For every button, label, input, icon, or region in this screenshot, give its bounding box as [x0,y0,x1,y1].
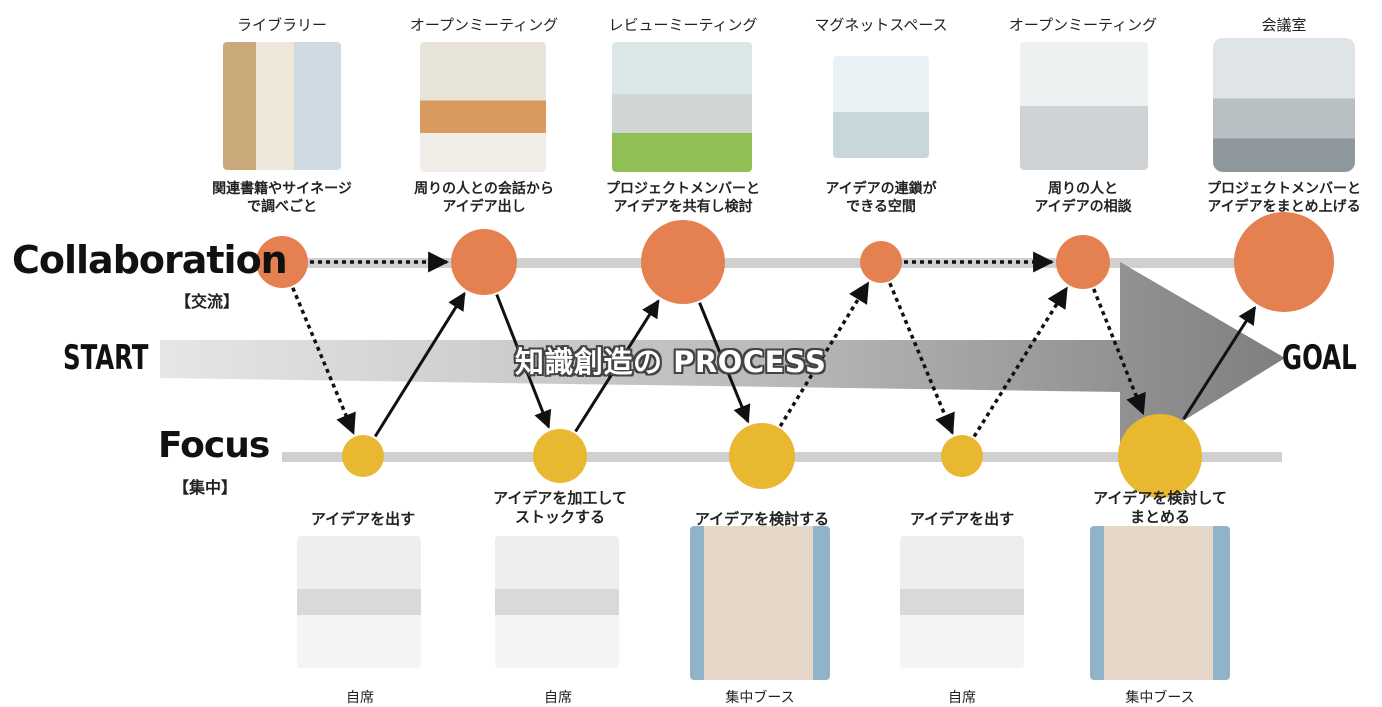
collaboration-title: Collaboration [12,238,288,282]
desk-photo-1 [297,536,421,668]
solid-connector-6 [698,302,751,424]
focus-photo-label-5: 集中ブース [1125,690,1195,706]
focus-caption-3: アイデアを検討する [694,510,830,528]
collab-photo-label-6: 会議室 [1261,16,1307,34]
review-meeting-photo [612,42,752,172]
focus-photo-label-2: 自席 [544,690,572,706]
focus-photo-label-3: 集中ブース [725,690,795,706]
collab-caption-3: プロジェクトメンバーと アイデアを共有し検討 [606,181,760,215]
collab-caption-5: 周りの人と アイデアの相談 [1034,181,1132,215]
focus-photo-label-4: 自席 [948,690,976,706]
solid-connector-12 [1182,305,1257,420]
collaboration-node-4 [860,241,902,283]
collab-caption-1: 関連書籍やサイネージ で調べごと [212,181,352,215]
open-meeting-photo [420,42,546,172]
focus-booth-photo-2 [1090,526,1230,680]
collab-photo-label-1: ライブラリー [236,16,328,34]
solid-connector-5 [574,299,660,433]
collaboration-node-1 [256,236,308,288]
start-label: START [63,338,149,378]
focus-booth-photo-1 [690,526,830,680]
meeting-room-photo [1213,38,1355,172]
collaboration-node-2 [451,229,517,295]
collab-caption-4: アイデアの連鎖が できる空間 [825,181,937,215]
focus-caption-1: アイデアを出す [310,510,416,528]
focus-caption-4: アイデアを出す [909,510,1015,528]
collab-photo-label-4: マグネットスペース [814,16,948,34]
focus-node-4 [941,435,983,477]
focus-subtitle: 【集中】 [173,478,238,497]
collab-photo-label-2: オープンミーティング [409,16,559,34]
collaboration-track [282,258,1282,268]
collab-caption-6: プロジェクトメンバーと アイデアをまとめ上げる [1207,181,1361,215]
focus-caption-2: アイデアを加工して ストックする [493,489,627,526]
collab-caption-2: 周りの人との会話から アイデア出し [414,181,554,215]
focus-caption-5: アイデアを検討して まとめる [1093,489,1227,526]
magnet-space-photo [833,56,929,158]
goal-label: GOAL [1282,338,1357,378]
collaboration-node-5 [1056,235,1110,289]
focus-node-1 [342,435,384,477]
collab-photo-label-3: レビューミーティング [608,16,758,34]
open-meeting-2-photo [1020,42,1148,170]
focus-title: Focus [158,425,270,466]
library-photo [223,42,341,170]
solid-connector-3 [373,291,466,438]
focus-node-5 [1118,414,1202,498]
focus-node-2 [533,429,587,483]
focus-photo-label-1: 自席 [346,690,374,706]
collab-photo-label-5: オープンミーティング [1008,16,1158,34]
focus-node-3 [729,423,795,489]
desk-photo-3 [900,536,1024,668]
desk-photo-2 [495,536,619,668]
dotted-connector-7 [778,281,870,428]
dotted-connector-11 [1092,288,1146,416]
collaboration-node-6 [1234,212,1334,312]
collaboration-subtitle: 【交流】 [175,292,240,311]
solid-connector-4 [495,294,552,429]
collaboration-node-3 [641,220,725,304]
process-label: 知識創造の PROCESS [515,345,827,379]
dotted-connector-10 [972,286,1069,438]
dotted-connector-9 [888,282,955,435]
dotted-connector-2 [291,287,356,435]
